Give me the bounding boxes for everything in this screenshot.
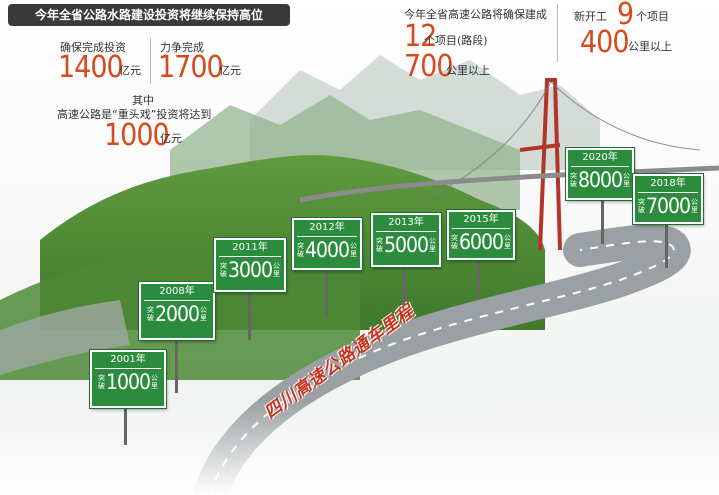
milestone-unit: 公里 <box>273 262 281 278</box>
strive-investment-value: 1700 <box>158 50 224 85</box>
milestone-unit: 公里 <box>151 374 159 390</box>
completion-km-unit: 公里以上 <box>446 64 490 77</box>
sign-divider <box>219 256 281 257</box>
new-start-km-value: 400 <box>580 25 630 60</box>
sign-divider <box>297 236 357 237</box>
completion-label: 今年全省高速公路将确保建成 <box>404 8 547 21</box>
milestone-year: 2018年 <box>650 178 686 189</box>
milestone-prefix: 突破 <box>296 242 304 258</box>
bridge-deck <box>299 165 719 203</box>
bottom-fade <box>0 400 719 495</box>
milestone-prefix: 突破 <box>637 198 645 214</box>
sign-divider <box>95 368 161 369</box>
milestone-year: 2011年 <box>232 242 268 253</box>
sign-pole <box>601 196 604 244</box>
ensure-investment-label: 确保完成投资 <box>60 41 126 54</box>
milestone-value: 3000 <box>227 258 273 282</box>
milestone-unit: 公里 <box>200 306 208 322</box>
new-start-label: 新开工 <box>574 10 607 23</box>
milestone-unit: 公里 <box>691 198 699 214</box>
milestone-year: 2015年 <box>463 214 499 225</box>
highway-investment-label: 高速公路是“重头戏”投资将达到 <box>57 108 212 121</box>
sign-pole <box>477 256 480 298</box>
sign-divider <box>638 192 698 193</box>
sign-pole <box>402 263 405 305</box>
new-start-km-unit: 公里以上 <box>628 40 672 53</box>
ensure-investment-unit: 亿元 <box>119 64 141 77</box>
strive-investment-label: 力争完成 <box>160 41 204 54</box>
milestone-prefix: 突破 <box>219 262 227 278</box>
milestone-prefix: 突破 <box>97 374 105 390</box>
new-start-divider <box>557 4 558 62</box>
bridge-towers <box>519 78 562 251</box>
bridge-cables <box>419 81 701 201</box>
milestone-value: 4000 <box>304 238 350 262</box>
sign-divider <box>376 231 436 232</box>
milestone-value: 2000 <box>154 302 200 326</box>
milestone-unit: 公里 <box>504 234 512 250</box>
completion-projects-unit: 个项目(路段) <box>424 34 488 47</box>
sign-pole <box>124 405 127 445</box>
milestone-unit: 公里 <box>429 237 437 253</box>
sign-pole <box>248 288 251 340</box>
investment-divider <box>150 38 151 84</box>
completion-projects-value: 12 <box>404 19 437 54</box>
milestone-prefix: 突破 <box>569 172 577 188</box>
sign-pole <box>665 220 668 268</box>
milestone-year: 2012年 <box>309 222 345 233</box>
highway-lane-marking <box>209 240 675 495</box>
highway-investment-value: 1000 <box>104 118 170 153</box>
new-start-projects-unit: 个项目 <box>636 10 669 23</box>
milestone-prefix: 突破 <box>450 234 458 250</box>
milestone-year: 2001年 <box>110 354 146 365</box>
milestone-value: 6000 <box>458 230 504 254</box>
milestone-unit: 公里 <box>623 172 631 188</box>
highway-investment-unit: 亿元 <box>160 132 182 145</box>
milestone-value: 1000 <box>105 370 151 394</box>
milestone-unit: 公里 <box>350 242 358 258</box>
valley-town <box>0 300 130 375</box>
milestone-value: 8000 <box>577 168 623 192</box>
sub-label: 其中 <box>132 94 154 107</box>
ensure-investment-value: 1400 <box>58 50 124 85</box>
milestone-prefix: 突破 <box>375 237 383 253</box>
sign-divider <box>571 166 629 167</box>
completion-km-value: 700 <box>404 49 454 84</box>
page-title: 今年全省公路水路建设投资将继续保持高位 <box>8 4 290 26</box>
strive-investment-unit: 亿元 <box>219 64 241 77</box>
sign-pole <box>325 265 328 317</box>
sign-divider <box>144 300 210 301</box>
milestone-value: 7000 <box>645 194 691 218</box>
new-start-projects-value: 9 <box>617 0 634 32</box>
milestone-year: 2013年 <box>388 217 424 228</box>
milestone-value: 5000 <box>383 233 429 257</box>
milestone-year: 2008年 <box>159 286 195 297</box>
milestone-prefix: 突破 <box>146 306 154 322</box>
sign-divider <box>452 228 510 229</box>
sign-pole <box>175 335 178 393</box>
milestone-year: 2020年 <box>582 152 618 163</box>
